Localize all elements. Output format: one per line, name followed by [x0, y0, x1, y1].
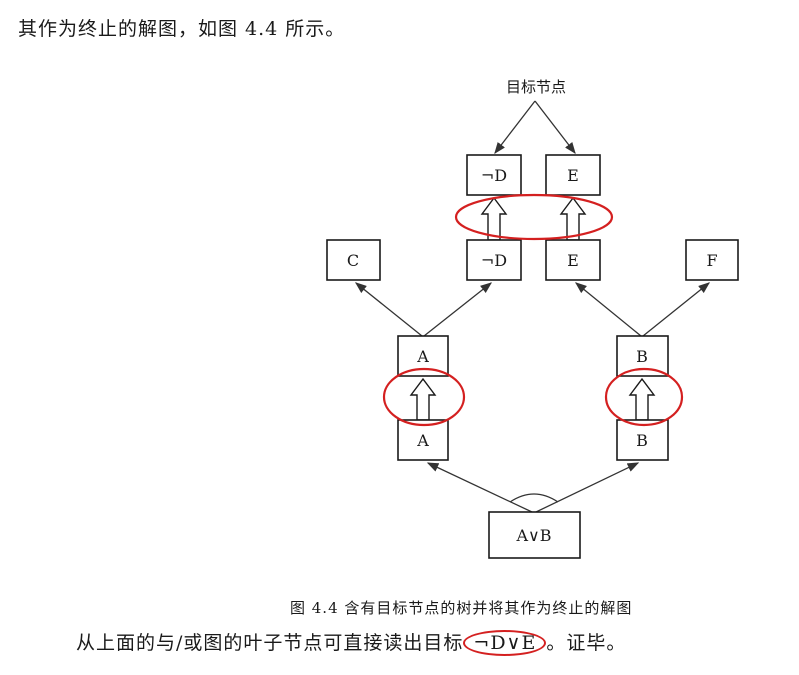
node-goal-not-d: ¬D — [466, 154, 522, 196]
svg-text:¬D: ¬D — [481, 166, 507, 185]
node-a-bottom: A — [397, 419, 449, 461]
svg-text:A: A — [416, 347, 429, 366]
edge-root-to-b — [535, 462, 640, 513]
edge-a-to-c — [354, 282, 423, 337]
annotation-circle-goal-match — [454, 193, 614, 241]
goal-node-label: 目标节点 — [506, 78, 566, 96]
edge-b-to-e — [574, 282, 642, 337]
annotation-circle-a — [382, 367, 466, 427]
conclusion-before: 从上面的与/或图的叶子节点可直接读出目标 — [76, 632, 464, 654]
annotation-circle-b — [604, 367, 684, 427]
svg-text:B: B — [636, 431, 648, 450]
match-arrow-not-d — [480, 196, 508, 241]
edge-a-to-not-d — [423, 282, 493, 337]
conclusion-text: 从上面的与/或图的叶子节点可直接读出目标¬D∨E。证毕。 — [76, 628, 626, 656]
node-c: C — [326, 239, 381, 281]
intro-text: 其作为终止的解图，如图 4.4 所示。 — [18, 18, 346, 40]
svg-text:E: E — [567, 166, 579, 185]
node-e: E — [545, 239, 601, 281]
conclusion-after: 。证毕。 — [546, 632, 627, 654]
svg-text:¬D: ¬D — [481, 251, 507, 270]
node-root: A∨B — [488, 511, 581, 559]
node-b-bottom: B — [616, 419, 669, 461]
node-f: F — [685, 239, 739, 281]
svg-text:F: F — [706, 251, 717, 270]
node-not-d: ¬D — [466, 239, 522, 281]
solution-graph-diagram: 目标节点 ¬D E C ¬D E F A B — [326, 78, 739, 559]
svg-text:E: E — [567, 251, 579, 270]
goal-edge-left — [494, 100, 536, 155]
svg-text:B: B — [636, 347, 648, 366]
goal-edge-right — [534, 100, 576, 155]
node-goal-e: E — [545, 154, 601, 196]
svg-text:A∨B: A∨B — [515, 526, 551, 545]
match-arrow-a — [409, 377, 437, 421]
conclusion-formula: ¬D∨E — [463, 630, 547, 656]
and-connector-arc — [509, 493, 559, 503]
svg-text:C: C — [347, 251, 359, 270]
match-arrow-b — [628, 377, 656, 421]
edge-b-to-f — [642, 282, 711, 337]
edge-root-to-a — [426, 462, 533, 513]
figure-caption: 图 4.4 含有目标节点的树并将其作为终止的解图 — [290, 599, 633, 617]
svg-text:A: A — [416, 431, 429, 450]
